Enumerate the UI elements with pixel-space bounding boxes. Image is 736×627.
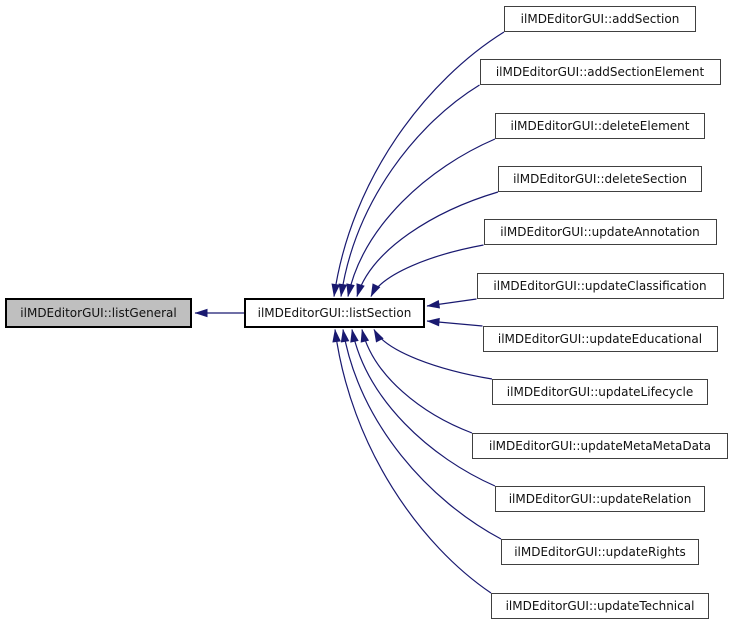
graph-node-addSectionElement[interactable]: ilMDEditorGUI::addSectionElement (479, 59, 721, 85)
node-label: ilMDEditorGUI::updateRelation (508, 492, 692, 506)
graph-node-listGeneral[interactable]: ilMDEditorGUI::listGeneral (5, 298, 192, 328)
graph-node-updateLifecycle[interactable]: ilMDEditorGUI::updateLifecycle (492, 379, 708, 405)
node-label: ilMDEditorGUI::updateLifecycle (506, 385, 694, 399)
edge-updateClassification-listSection (426, 298, 477, 309)
graph-node-listSection[interactable]: ilMDEditorGUI::listSection (244, 298, 425, 328)
edge-updateLifecycle-listSection (373, 329, 493, 380)
node-label: ilMDEditorGUI::listSection (257, 306, 412, 320)
graph-node-deleteElement[interactable]: ilMDEditorGUI::deleteElement (495, 113, 705, 139)
graph-node-updateAnnotation[interactable]: ilMDEditorGUI::updateAnnotation (483, 219, 717, 245)
graph-node-updateEducational[interactable]: ilMDEditorGUI::updateEducational (482, 326, 718, 352)
edge-addSectionElement-listSection (338, 84, 480, 297)
node-label: ilMDEditorGUI::deleteSection (513, 172, 687, 186)
edge-updateTechnical-listSection (332, 329, 492, 594)
graph-node-updateMetaMetaData[interactable]: ilMDEditorGUI::updateMetaMetaData (472, 433, 728, 459)
node-label: ilMDEditorGUI::deleteElement (510, 119, 690, 133)
node-label: ilMDEditorGUI::addSectionElement (495, 65, 705, 79)
edge-updateEducational-listSection (426, 317, 483, 327)
edge-addSection-listSection (331, 31, 505, 297)
node-label: ilMDEditorGUI::updateRights (514, 545, 686, 559)
node-label: ilMDEditorGUI::updateMetaMetaData (488, 439, 711, 453)
node-label: ilMDEditorGUI::addSection (520, 12, 680, 26)
node-label: ilMDEditorGUI::updateEducational (497, 332, 703, 346)
edge-deleteElement-listSection (346, 138, 496, 297)
edge-updateAnnotation-listSection (370, 244, 484, 297)
graph-node-updateRelation[interactable]: ilMDEditorGUI::updateRelation (495, 486, 705, 512)
graph-node-addSection[interactable]: ilMDEditorGUI::addSection (504, 6, 696, 32)
graph-node-updateClassification[interactable]: ilMDEditorGUI::updateClassification (476, 273, 724, 299)
node-label: ilMDEditorGUI::updateClassification (493, 279, 707, 293)
node-label: ilMDEditorGUI::listGeneral (20, 306, 177, 320)
edge-updateMetaMetaData-listSection (360, 329, 473, 434)
graph-node-updateRights[interactable]: ilMDEditorGUI::updateRights (501, 539, 699, 565)
node-label: ilMDEditorGUI::updateAnnotation (500, 225, 700, 239)
graph-node-updateTechnical[interactable]: ilMDEditorGUI::updateTechnical (491, 593, 709, 619)
graph-node-deleteSection[interactable]: ilMDEditorGUI::deleteSection (498, 166, 702, 192)
edge-updateRelation-listSection (350, 329, 496, 487)
node-label: ilMDEditorGUI::updateTechnical (505, 599, 695, 613)
